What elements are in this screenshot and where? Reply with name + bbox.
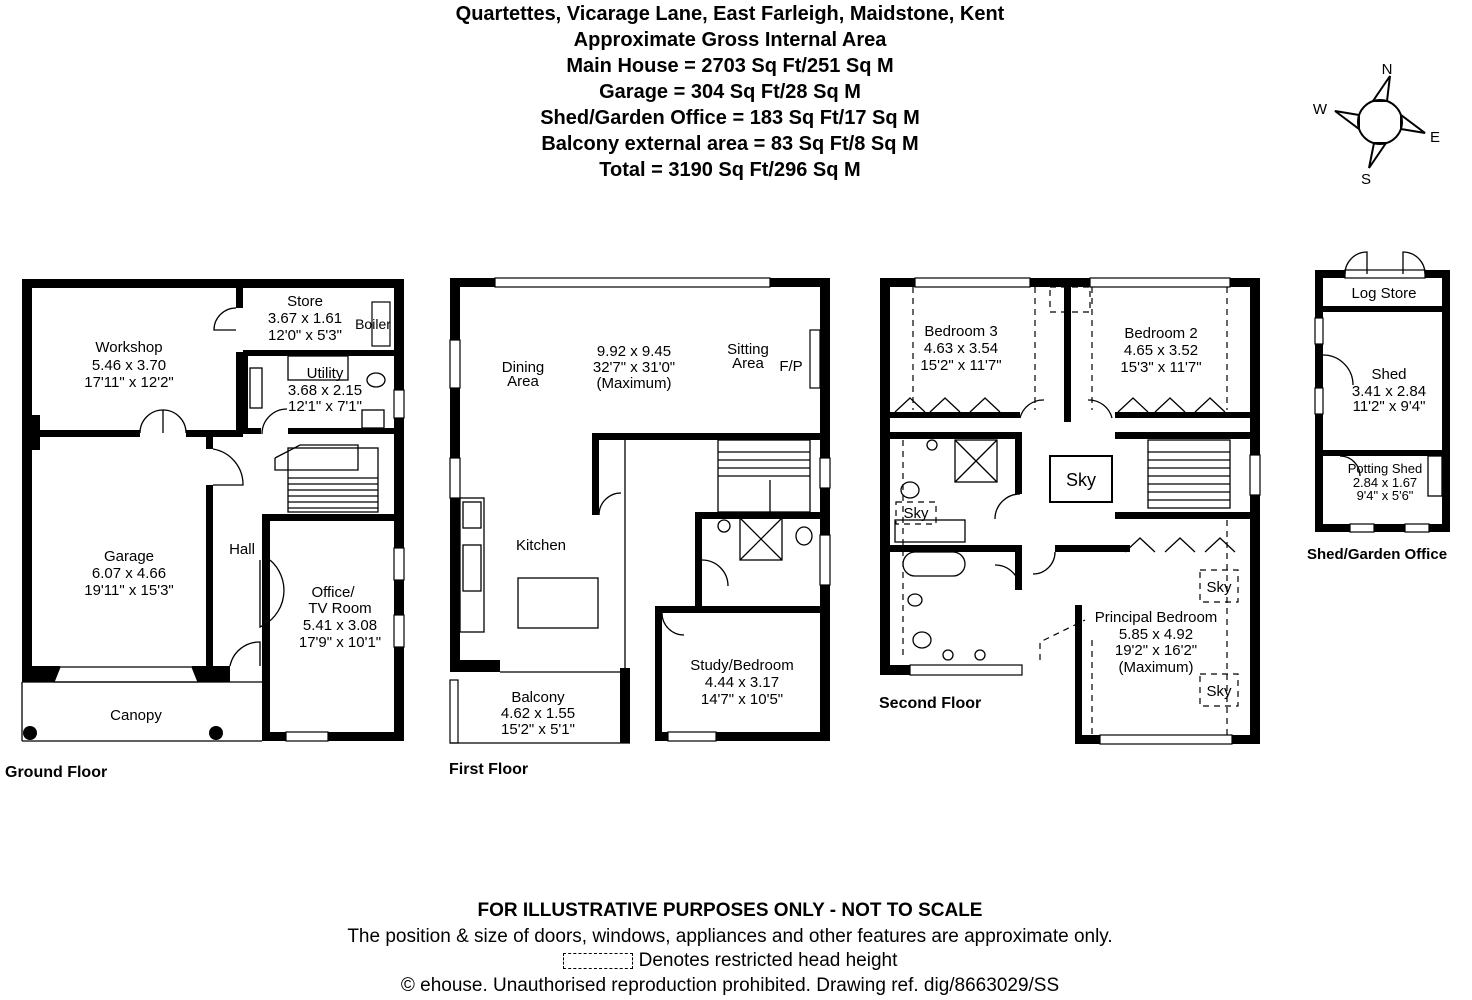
shed-area: Shed/Garden Office = 183 Sq Ft/17 Sq M (540, 107, 920, 129)
restricted-head-height-icon (562, 952, 633, 969)
office-metric: 5.41 x 3.08 (303, 617, 377, 634)
skylight-label-4: Sky (903, 505, 929, 522)
compass-s: S (1361, 171, 1371, 188)
balcony-imperial: 15'2" x 5'1" (501, 721, 575, 738)
ground-floor-plan (21, 279, 405, 742)
garage-area: Garage = 304 Sq Ft/28 Sq M (599, 81, 861, 103)
skylight-label-3: Sky (1206, 683, 1232, 700)
shed-metric: 3.41 x 2.84 (1352, 383, 1426, 400)
sitting-name: Sitting (727, 341, 769, 358)
skylight-label-2: Sky (1206, 579, 1232, 596)
canopy-label: Canopy (110, 707, 162, 724)
balcony-metric: 4.62 x 1.55 (501, 705, 575, 722)
second-floor-label: Second Floor (879, 695, 981, 712)
study-name: Study/Bedroom (690, 657, 793, 674)
main-house-area: Main House = 2703 Sq Ft/251 Sq M (566, 55, 894, 77)
potting-shed-metric: 2.84 x 1.67 (1353, 475, 1417, 490)
main-room-imperial: 32'7" x 31'0" (593, 359, 675, 376)
bedroom2-metric: 4.65 x 3.52 (1124, 342, 1198, 359)
workshop-imperial: 17'11" x 12'2" (84, 374, 174, 391)
first-labels: Dining Area 9.92 x 9.45 32'7" x 31'0" (M… (501, 341, 803, 738)
shed-office-label: Shed/Garden Office (1307, 546, 1447, 563)
shed-labels: Log Store Shed 3.41 x 2.84 11'2" x 9'4" … (1348, 285, 1426, 503)
potting-shed-name: Potting Shed (1348, 461, 1422, 476)
boiler-label: Boiler (355, 316, 391, 332)
principal-metric: 5.85 x 4.92 (1119, 626, 1193, 643)
total-area: Total = 3190 Sq Ft/296 Sq M (599, 159, 861, 181)
fireplace-label: F/P (779, 358, 802, 375)
disclaimer-heading: FOR ILLUSTRATIVE PURPOSES ONLY - NOT TO … (477, 900, 983, 921)
hall-label: Hall (229, 541, 255, 558)
workshop-name: Workshop (95, 339, 162, 356)
dining-name-2: Area (507, 373, 539, 390)
compass-icon: N S E W (1313, 61, 1440, 188)
main-room-metric: 9.92 x 9.45 (597, 343, 671, 360)
shed-plan (1314, 251, 1450, 533)
office-name: Office/ (311, 584, 355, 601)
principal-maximum: (Maximum) (1119, 659, 1194, 676)
second-labels: Bedroom 3 4.63 x 3.54 15'2" x 11'7" Bedr… (920, 323, 1217, 676)
log-store-label: Log Store (1351, 285, 1416, 302)
skylight-label: Sky (1066, 470, 1096, 490)
store-metric: 3.67 x 1.61 (268, 310, 342, 327)
bedroom3-imperial: 15'2" x 11'7" (920, 357, 1001, 374)
compass-e: E (1430, 129, 1440, 146)
store-imperial: 12'0" x 5'3" (268, 327, 342, 344)
workshop-metric: 5.46 x 3.70 (92, 357, 166, 374)
copyright-notice: © ehouse. Unauthorised reproduction proh… (400, 975, 1060, 996)
compass-n: N (1382, 61, 1393, 78)
balcony-area: Balcony external area = 83 Sq Ft/8 Sq M (541, 133, 919, 155)
ground-floor-label: Ground Floor (5, 764, 107, 781)
potting-shed-imperial: 9'4" x 5'6" (1357, 488, 1414, 503)
utility-name: Utility (307, 365, 344, 382)
kitchen-label: Kitchen (516, 537, 566, 554)
utility-metric: 3.68 x 2.15 (288, 382, 362, 399)
utility-imperial: 12'1" x 7'1" (288, 398, 362, 415)
office-imperial: 17'9" x 10'1" (299, 634, 381, 651)
store-name: Store (287, 293, 323, 310)
restricted-key: Denotes restricted head height (0, 948, 1460, 973)
first-floor-label: First Floor (449, 761, 528, 778)
garage-metric: 6.07 x 4.66 (92, 565, 166, 582)
property-address: Quartettes, Vicarage Lane, East Farleigh… (455, 3, 1005, 25)
bedroom2-imperial: 15'3" x 11'7" (1120, 359, 1201, 376)
shed-imperial: 11'2" x 9'4" (1353, 398, 1426, 415)
main-room-maximum: (Maximum) (597, 375, 672, 392)
study-imperial: 14'7" x 10'5" (701, 691, 783, 708)
shed-name: Shed (1371, 366, 1406, 383)
sitting-name-2: Area (732, 355, 764, 372)
area-title: Approximate Gross Internal Area (573, 29, 887, 51)
garage-name: Garage (104, 548, 154, 565)
dining-name: Dining (502, 359, 545, 376)
office-name-2: TV Room (308, 600, 371, 617)
principal-name: Principal Bedroom (1095, 609, 1218, 626)
disclaimer-note: The position & size of doors, windows, a… (347, 926, 1113, 947)
second-floor-plan: Sky Sky Sky Sky (880, 277, 1261, 745)
restricted-key-text: Denotes restricted head height (638, 950, 898, 971)
garage-imperial: 19'11" x 15'3" (84, 582, 174, 599)
study-metric: 4.44 x 3.17 (705, 674, 779, 691)
ground-labels: Workshop 5.46 x 3.70 17'11" x 12'2" Stor… (84, 293, 391, 724)
principal-imperial: 19'2" x 16'2" (1115, 642, 1197, 659)
balcony-name: Balcony (511, 689, 565, 706)
first-floor-plan (449, 277, 831, 744)
bedroom3-name: Bedroom 3 (924, 323, 997, 340)
compass-w: W (1313, 101, 1328, 118)
bedroom2-name: Bedroom 2 (1124, 325, 1197, 342)
bedroom3-metric: 4.63 x 3.54 (924, 340, 998, 357)
